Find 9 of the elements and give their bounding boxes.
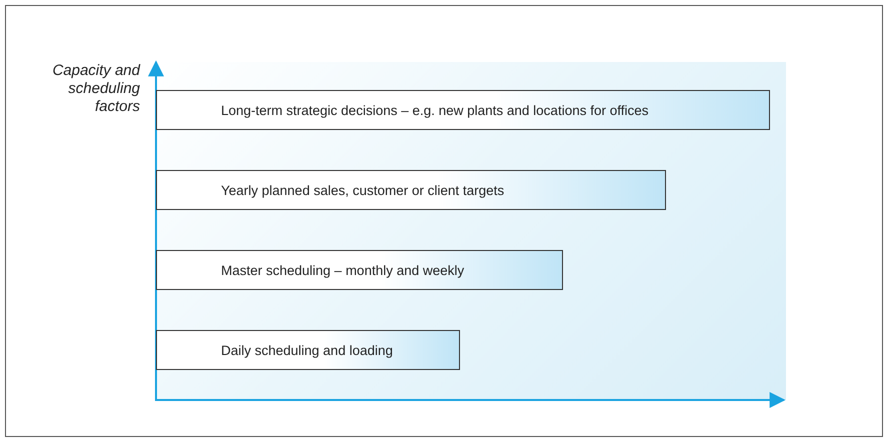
bar [156, 170, 666, 210]
bar-label: Long-term strategic decisions – e.g. new plants and locations for offices [220, 102, 648, 118]
bar-label: Daily scheduling and loading [220, 342, 393, 358]
bar [156, 250, 563, 290]
bar [156, 90, 770, 130]
bar-label: Yearly planned sales, customer or client targets [220, 182, 504, 198]
bar-label: Master scheduling – monthly and weekly [220, 262, 464, 278]
bar [156, 330, 460, 370]
axis-label: Capacity and scheduling factors [51, 62, 140, 116]
